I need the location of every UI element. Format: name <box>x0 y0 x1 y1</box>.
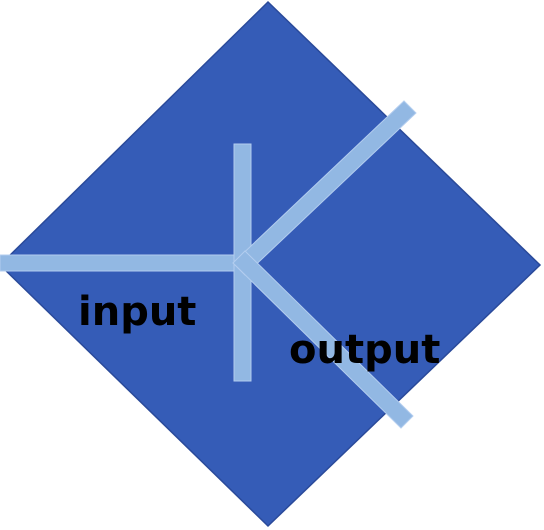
output-label: output <box>289 327 441 373</box>
input-label: input <box>78 289 197 335</box>
output-line <box>232 250 414 429</box>
transistor-symbol <box>0 100 417 429</box>
input-line <box>0 254 243 272</box>
